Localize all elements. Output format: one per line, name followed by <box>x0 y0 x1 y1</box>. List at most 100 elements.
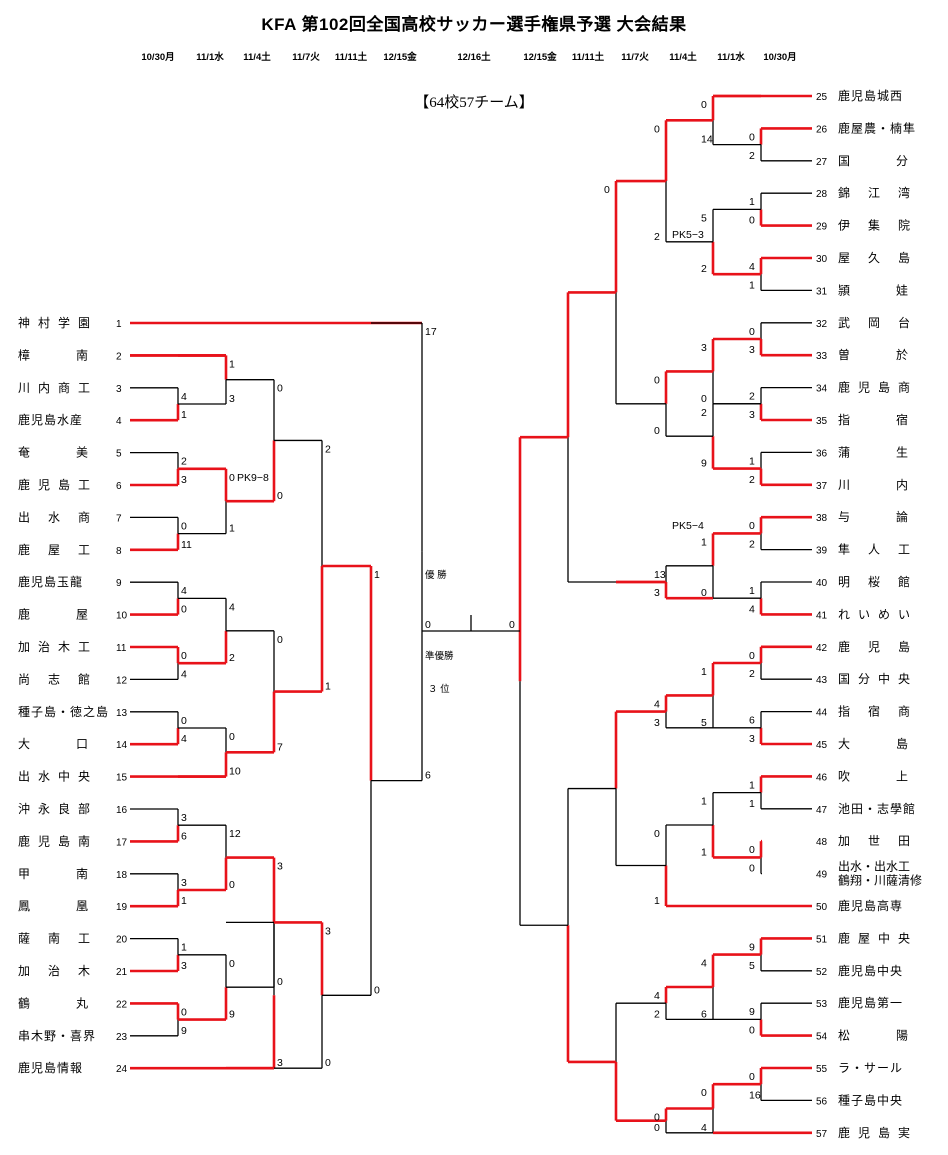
team-seed: 48 <box>816 837 828 848</box>
score-label: 0 <box>229 958 235 970</box>
score-label: 3 <box>749 733 755 745</box>
team-name: 指宿 <box>838 412 948 427</box>
team-name: 鹿児島 <box>838 639 928 654</box>
team-seed: 37 <box>816 481 828 492</box>
score-label: 0 <box>749 215 755 227</box>
team-seed: 20 <box>116 935 128 946</box>
team-seed: 46 <box>816 772 828 783</box>
score-label: 2 <box>749 474 755 486</box>
score-label: 16 <box>749 1089 761 1101</box>
score-label: 3 <box>654 587 660 599</box>
team-name: 薩南工 <box>18 931 108 946</box>
team-seed: 31 <box>816 286 828 297</box>
runner-up-label: 準優勝 <box>425 650 454 662</box>
team-seed: 5 <box>116 449 122 460</box>
team-name: 蒲生 <box>838 445 948 459</box>
score-label: 2 <box>325 443 331 455</box>
score-label: 3 <box>749 409 755 421</box>
score-label: 5 <box>701 717 707 729</box>
team-count-subtitle: 【64校57チーム】 <box>414 95 534 111</box>
score-label: 0 <box>701 1087 707 1099</box>
team-name: 屋久島 <box>838 250 928 265</box>
score-label: 0 <box>277 490 283 502</box>
team-seed: 44 <box>816 708 828 719</box>
team-seed: 1 <box>116 319 122 330</box>
team-name: 錦江湾 <box>838 185 928 200</box>
team-name: 国分中央 <box>838 671 918 686</box>
score-label: 4 <box>749 603 755 615</box>
score-label: 3 <box>701 342 707 354</box>
team-name: 吹上 <box>838 769 948 783</box>
score-label: 0 <box>277 976 283 988</box>
score-label: 0 <box>654 123 660 135</box>
bracket-lines <box>130 94 812 1135</box>
team-name: 頴娃 <box>838 282 948 297</box>
score-label: 6 <box>181 830 187 842</box>
score-label: 0 <box>229 472 235 484</box>
score-label: 0 <box>749 131 755 143</box>
score-label: 5 <box>749 960 755 972</box>
score-label: 0 <box>277 383 283 395</box>
penalty-result: PK5−4 <box>672 520 704 532</box>
score-label: 0 <box>229 879 235 891</box>
team-name: 鹿児島第一 <box>838 995 903 1010</box>
score-label: 0 <box>181 604 187 616</box>
team-name: 加治木工 <box>18 640 98 654</box>
team-seed: 4 <box>116 416 122 427</box>
score-label: 0 <box>749 326 755 338</box>
score-label: 11 <box>181 539 192 551</box>
team-seed: 14 <box>116 740 128 751</box>
team-seed: 55 <box>816 1064 828 1075</box>
score-label: 0 <box>654 425 660 437</box>
score-label: 3 <box>181 877 187 889</box>
score-label: 0 <box>654 1112 660 1124</box>
team-seed: 30 <box>816 254 828 265</box>
score-label: 3 <box>749 344 755 356</box>
score-label: 4 <box>654 698 660 710</box>
team-seed: 6 <box>116 481 122 492</box>
score-label: 4 <box>654 990 660 1002</box>
team-seed: 41 <box>816 610 828 621</box>
score-label: 4 <box>181 585 187 597</box>
score-label: 1 <box>749 585 755 597</box>
team-seed: 2 <box>116 351 122 362</box>
team-name: 鹿児島中央 <box>838 963 903 978</box>
score-label: 0 <box>701 99 707 111</box>
team-name: 松陽 <box>838 1029 948 1043</box>
score-label: 1 <box>701 536 707 548</box>
team-seed: 56 <box>816 1096 828 1107</box>
round-date: 11/11土 <box>335 51 368 63</box>
team-seed: 54 <box>816 1032 828 1043</box>
score-label: 10 <box>229 766 241 778</box>
score-label: 9 <box>229 1009 235 1021</box>
score-label: 0 <box>701 587 707 599</box>
team-seed: 49 <box>816 870 828 881</box>
team-seed: 57 <box>816 1129 828 1140</box>
team-name: れいめい <box>838 607 918 621</box>
team-seed: 36 <box>816 448 828 459</box>
penalty-result: PK9−8 <box>237 472 269 484</box>
team-name: 種子島・徳之島 <box>18 704 109 719</box>
score-label: 1 <box>325 681 331 693</box>
score-label: 1 <box>749 779 755 791</box>
score-label: 7 <box>277 741 283 753</box>
score-label: 17 <box>425 326 437 338</box>
team-seed: 25 <box>816 92 828 103</box>
score-label: 2 <box>749 668 755 680</box>
score-label: 3 <box>181 960 187 972</box>
score-label: 0 <box>654 828 660 840</box>
team-name: 大口 <box>18 737 134 751</box>
team-seed: 23 <box>116 1032 128 1043</box>
team-name: ラ・サール <box>838 1061 903 1075</box>
team-name: 隼人工 <box>838 542 928 557</box>
final-score: 0 <box>509 619 515 631</box>
team-name: 種子島中央 <box>838 1092 903 1107</box>
team-name: 大島 <box>838 736 948 751</box>
score-label: 9 <box>181 1025 187 1037</box>
final-score: 0 <box>425 619 431 631</box>
score-label: 0 <box>229 731 235 743</box>
team-seed: 7 <box>116 513 122 524</box>
score-label: 6 <box>701 1008 707 1020</box>
team-name: 加治木 <box>18 964 108 978</box>
team-name: 曽於 <box>838 347 948 362</box>
